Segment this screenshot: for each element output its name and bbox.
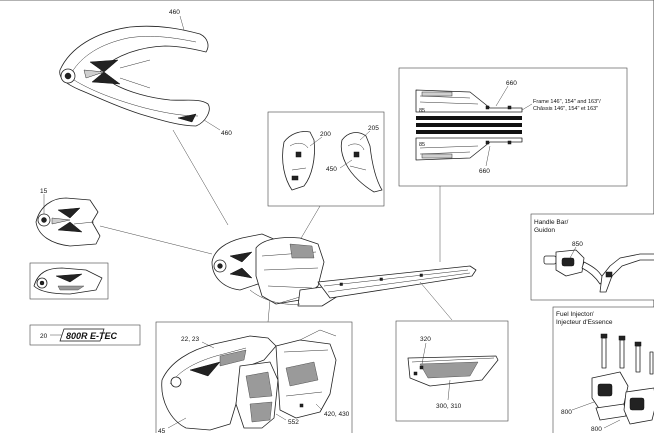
main-body-assembly [211, 233, 477, 307]
fuel-injector-title-line1: Fuel Injector/ [556, 311, 594, 318]
callout-200: 200 [320, 131, 331, 138]
side-panel-right-part [340, 132, 383, 193]
decal-800r-text: 800R E-TEC [66, 331, 118, 341]
leader-200 [309, 136, 323, 147]
callout-320: 320 [420, 336, 431, 343]
nose-decal-part [33, 267, 103, 295]
callout-552: 552 [288, 419, 299, 426]
callout-460-top: 460 [169, 9, 180, 16]
leader-frame-note [521, 103, 533, 111]
callout-660-bottom: 660 [479, 168, 490, 175]
callout-460-bottom: 460 [221, 130, 232, 137]
leader-hood-to-assembly [172, 129, 229, 226]
callout-85-top: 85 [419, 108, 425, 114]
callout-660-top: 660 [506, 80, 517, 87]
leader-450 [339, 159, 353, 169]
fuel-injector-part [591, 333, 654, 425]
leader-205 [359, 130, 371, 141]
callout-420-430: 420, 430 [324, 411, 350, 418]
hood-nose-part [59, 25, 210, 127]
callout-85-bottom: 85 [419, 142, 425, 148]
leader-660-bottom [485, 145, 491, 167]
callout-22-23: 22, 23 [181, 336, 199, 343]
side-decal-part [407, 355, 499, 387]
leader-800-a [571, 401, 595, 411]
decal-800r-part: 800R E-TEC [59, 328, 118, 342]
callout-850: 850 [572, 241, 583, 248]
handlebar-title-line2: Guidon [534, 227, 555, 234]
callout-45: 45 [158, 428, 166, 433]
frame-note-line2: Châssis 146", 154" et 163" [533, 106, 598, 112]
nose-panel-part [35, 197, 101, 247]
callout-800-b: 800 [591, 426, 602, 433]
handlebar-title-line1: Handle Bar/ [534, 219, 569, 226]
callout-800-a: 800 [561, 409, 572, 416]
leader-460-top [179, 15, 185, 31]
callout-20: 20 [40, 333, 48, 340]
callout-15: 15 [40, 188, 48, 195]
callout-205: 205 [368, 125, 379, 132]
leader-460-bottom [203, 119, 221, 131]
frame-note-line1: Frame 146", 154" and 163"/ [533, 99, 601, 105]
leader-assembly-to-bottom-box [267, 299, 271, 323]
leader-panels-to-assembly [299, 205, 321, 241]
leader-assembly-to-side-decal [419, 281, 453, 321]
leader-300-310 [447, 379, 451, 401]
leader-552 [275, 413, 287, 421]
callout-450: 450 [326, 166, 337, 173]
leader-660-top [495, 85, 509, 107]
leader-850 [569, 246, 577, 259]
callout-300-310: 300, 310 [436, 403, 462, 410]
side-panel-left-part [282, 131, 315, 191]
leader-320 [421, 342, 427, 365]
leader-45 [167, 417, 187, 429]
leader-420-430 [315, 403, 323, 411]
fuel-injector-title-line2: Injecteur d'Essence [556, 319, 613, 326]
handlebar-part [543, 249, 654, 293]
leader-22-23 [201, 341, 215, 349]
side-panels-detail-part [161, 329, 337, 431]
leader-800-b [603, 419, 621, 429]
tunnel-decal-part [415, 89, 523, 161]
leader-nose-to-assembly [99, 225, 213, 255]
